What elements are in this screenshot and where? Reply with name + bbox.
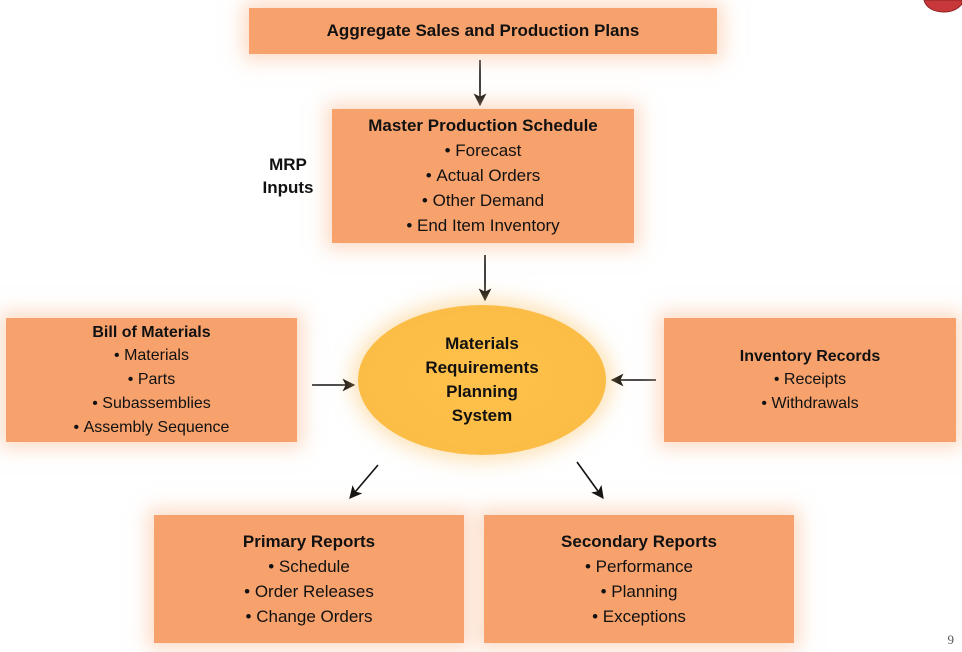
- arrow-mrp-to-primary: [349, 464, 379, 499]
- mrp-system-label: Materials Requirements Planning System: [425, 332, 538, 428]
- mrp-inputs-line2: Inputs: [262, 178, 314, 197]
- inventory-item: Withdrawals: [761, 392, 858, 416]
- mrp-inputs-line1: MRP: [269, 155, 307, 174]
- secondary-reports-title: Secondary Reports: [561, 531, 717, 551]
- primary-reports-list: Schedule Order Releases Change Orders: [244, 554, 374, 629]
- secondary-reports-item: Planning: [585, 579, 693, 604]
- inventory-item: Receipts: [761, 368, 858, 392]
- primary-reports-box: Primary Reports Schedule Order Releases …: [154, 515, 464, 643]
- bom-item: Assembly Sequence: [74, 416, 230, 440]
- bom-item-list: Materials Parts Subassemblies Assembly S…: [74, 344, 230, 440]
- mps-title: Master Production Schedule: [368, 116, 598, 135]
- inventory-records-box: Inventory Records Receipts Withdrawals: [664, 318, 956, 442]
- aggregate-plans-title: Aggregate Sales and Production Plans: [326, 21, 640, 40]
- mps-item: Forecast: [406, 138, 559, 163]
- secondary-reports-box: Secondary Reports Performance Planning E…: [484, 515, 794, 643]
- mrp-system-line: System: [451, 406, 513, 425]
- mps-item-list: Forecast Actual Orders Other Demand End …: [406, 138, 560, 238]
- primary-reports-item: Order Releases: [244, 579, 374, 604]
- primary-reports-item: Schedule: [244, 554, 374, 579]
- mrp-system-ellipse: Materials Requirements Planning System: [358, 305, 606, 455]
- mps-item: Actual Orders: [406, 163, 559, 188]
- secondary-reports-item: Performance: [585, 554, 693, 579]
- mrp-inputs-label: MRP Inputs: [248, 153, 328, 199]
- inventory-title: Inventory Records: [739, 347, 881, 365]
- secondary-reports-list: Performance Planning Exceptions: [585, 554, 693, 629]
- primary-reports-item: Change Orders: [244, 604, 374, 629]
- arrow-mrp-to-secondary: [576, 461, 604, 500]
- aggregate-plans-box: Aggregate Sales and Production Plans: [249, 8, 717, 54]
- master-production-schedule-box: Master Production Schedule Forecast Actu…: [332, 109, 634, 243]
- secondary-reports-item: Exceptions: [585, 604, 693, 629]
- bom-item: Subassemblies: [74, 392, 230, 416]
- mps-item: Other Demand: [406, 188, 559, 213]
- mrp-system-line: Requirements: [425, 358, 539, 377]
- bom-item: Materials: [74, 344, 230, 368]
- bom-item: Parts: [74, 368, 230, 392]
- mrp-system-line: Materials: [445, 334, 519, 353]
- page-number: 9: [947, 632, 955, 647]
- inventory-item-list: Receipts Withdrawals: [761, 368, 858, 416]
- bill-of-materials-box: Bill of Materials Materials Parts Subass…: [6, 318, 297, 442]
- primary-reports-title: Primary Reports: [242, 531, 376, 551]
- mrp-system-line: Planning: [446, 382, 518, 401]
- mps-item: End Item Inventory: [406, 213, 560, 238]
- corner-decoration: [923, 0, 962, 13]
- bom-title: Bill of Materials: [92, 323, 211, 341]
